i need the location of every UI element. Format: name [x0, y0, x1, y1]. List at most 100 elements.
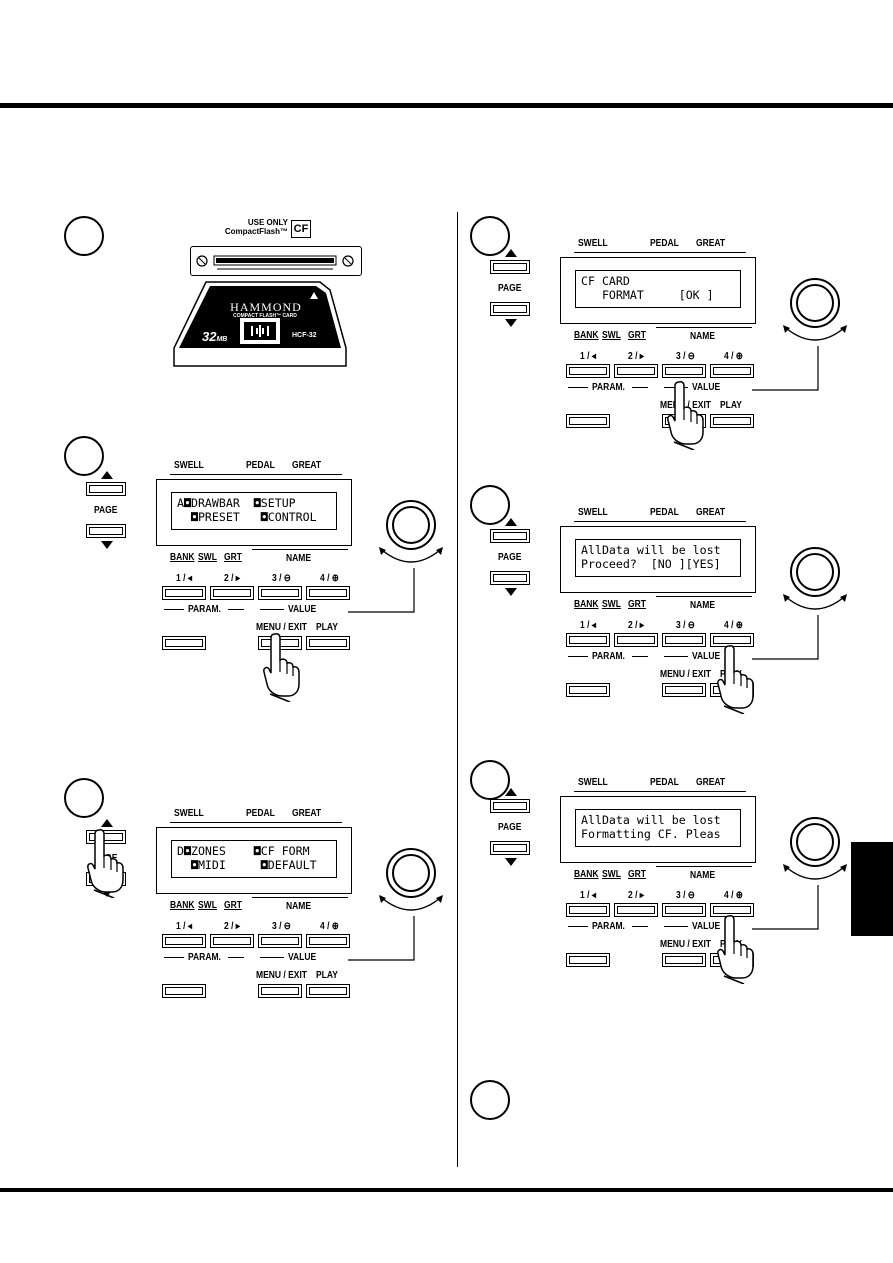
display-frame: AllData will be lost Formatting CF. Plea…: [560, 796, 756, 863]
lcd-line-2: ◘PRESET ◘CONTROL: [177, 510, 317, 524]
button-2[interactable]: [614, 364, 658, 378]
value-knob-icon[interactable]: [386, 848, 436, 898]
rotate-arrow-icon: [783, 594, 847, 610]
menu-exit-button[interactable]: [662, 683, 706, 697]
button-3[interactable]: [662, 633, 706, 647]
button-1[interactable]: [162, 934, 206, 948]
lcd-line-2: Proceed? [NO ][YES]: [581, 557, 721, 571]
name-label: NAME: [286, 901, 312, 912]
button-4[interactable]: [306, 586, 350, 600]
btn3-label: 3 / ⊖: [676, 620, 695, 631]
value-label: VALUE: [288, 952, 317, 963]
button-2[interactable]: [614, 633, 658, 647]
display-frame: AllData will be lost Proceed? [NO ][YES]: [560, 526, 756, 593]
pedal-label: PEDAL: [246, 460, 275, 471]
menu-exit-label: MENU / EXIT: [660, 400, 712, 411]
display-frame: A◘DRAWBAR ◘SETUP ◘PRESET ◘CONTROL: [156, 479, 352, 546]
btn2-label: 2 / ▸: [224, 921, 241, 932]
display-frame: CF CARD FORMAT [OK ]: [560, 257, 756, 324]
button-4[interactable]: [710, 364, 754, 378]
connector-line: [348, 568, 415, 613]
play-button[interactable]: [306, 636, 350, 650]
button-3[interactable]: [258, 934, 302, 948]
swl-label: SWL: [198, 552, 217, 563]
page-down-button[interactable]: [86, 524, 126, 538]
button-3[interactable]: [258, 586, 302, 600]
page-down-button[interactable]: [490, 571, 530, 585]
btn2-label: 2 / ▸: [628, 890, 645, 901]
triangle-up-icon: [101, 471, 113, 479]
lcd-line-1: D◘ZONES ◘CF FORM: [177, 844, 310, 858]
page-up-button[interactable]: [490, 260, 530, 274]
menu-exit-label: MENU / EXIT: [256, 970, 308, 981]
bank-label: BANK: [170, 552, 195, 563]
extra-button[interactable]: [566, 414, 610, 428]
extra-button[interactable]: [566, 953, 610, 967]
cf-card-illustration: USE ONLY CompactFlash™ CF HAMMOND COMPAC…: [160, 210, 370, 370]
button-4[interactable]: [710, 633, 754, 647]
step-marker: [470, 216, 510, 256]
card-type: COMPACT FLASH™ CARD: [233, 313, 297, 319]
pointing-hand-icon: [263, 633, 300, 702]
param-label: PARAM.: [592, 921, 625, 932]
menu-exit-label: MENU / EXIT: [660, 939, 712, 950]
btn2-label: 2 / ▸: [224, 573, 241, 584]
pedal-label: PEDAL: [246, 808, 275, 819]
button-2[interactable]: [210, 934, 254, 948]
step-marker: [64, 778, 104, 818]
page-down-button[interactable]: [490, 302, 530, 316]
triangle-down-icon: [505, 319, 517, 327]
rotate-arrow-icon: [783, 864, 847, 880]
triangle-up-icon: [505, 788, 517, 796]
rotate-arrow-icon: [783, 325, 847, 341]
button-3[interactable]: [662, 903, 706, 917]
connector-line: [752, 885, 819, 930]
value-knob-icon[interactable]: [790, 547, 840, 597]
menu-exit-button[interactable]: [258, 984, 302, 998]
extra-button[interactable]: [566, 683, 610, 697]
value-knob-icon[interactable]: [386, 500, 436, 550]
param-label: PARAM.: [188, 952, 221, 963]
great-label: GREAT: [292, 808, 322, 819]
value-knob-icon[interactable]: [790, 278, 840, 328]
button-3[interactable]: [662, 364, 706, 378]
control-panel-2: SWELL PEDAL GREAT D◘ZONES ◘CF FORM ◘MIDI…: [86, 808, 516, 1088]
use-only-label: USE ONLY CompactFlash™: [224, 218, 288, 236]
button-4[interactable]: [306, 934, 350, 948]
btn3-label: 3 / ⊖: [676, 351, 695, 362]
extra-button[interactable]: [162, 636, 206, 650]
step-marker: [64, 436, 104, 476]
page-up-button[interactable]: [490, 529, 530, 543]
button-2[interactable]: [210, 586, 254, 600]
btn3-label: 3 / ⊖: [272, 921, 291, 932]
btn4-label: 4 / ⊕: [724, 620, 743, 631]
swl-label: SWL: [602, 599, 621, 610]
pedal-label: PEDAL: [650, 507, 679, 518]
play-button[interactable]: [306, 984, 350, 998]
extra-button[interactable]: [162, 984, 206, 998]
display-frame: D◘ZONES ◘CF FORM ◘MIDI ◘DEFAULT: [156, 827, 352, 894]
play-button[interactable]: [710, 414, 754, 428]
card-model: HCF-32: [292, 332, 317, 339]
page-up-button[interactable]: [86, 830, 126, 844]
control-panel-1: SWELL PEDAL GREAT A◘DRAWBAR ◘SETUP ◘PRES…: [86, 460, 516, 740]
triangle-down-icon: [505, 588, 517, 596]
value-knob-icon[interactable]: [790, 817, 840, 867]
page-up-button[interactable]: [86, 482, 126, 496]
great-label: GREAT: [696, 507, 726, 518]
menu-exit-button[interactable]: [662, 953, 706, 967]
btn1-label: 1 / ◂: [580, 620, 597, 631]
control-panel-3: SWELL PEDAL GREAT CF CARD FORMAT [OK ] B…: [490, 238, 893, 518]
button-1[interactable]: [162, 586, 206, 600]
page-up-button[interactable]: [490, 799, 530, 813]
button-1[interactable]: [566, 903, 610, 917]
name-label: NAME: [286, 553, 312, 564]
lcd-display: A◘DRAWBAR ◘SETUP ◘PRESET ◘CONTROL: [171, 492, 337, 530]
connector-line: [348, 916, 415, 961]
page-down-button[interactable]: [490, 841, 530, 855]
button-1[interactable]: [566, 633, 610, 647]
button-1[interactable]: [566, 364, 610, 378]
button-2[interactable]: [614, 903, 658, 917]
btn3-label: 3 / ⊖: [676, 890, 695, 901]
card-slot: [190, 246, 362, 276]
